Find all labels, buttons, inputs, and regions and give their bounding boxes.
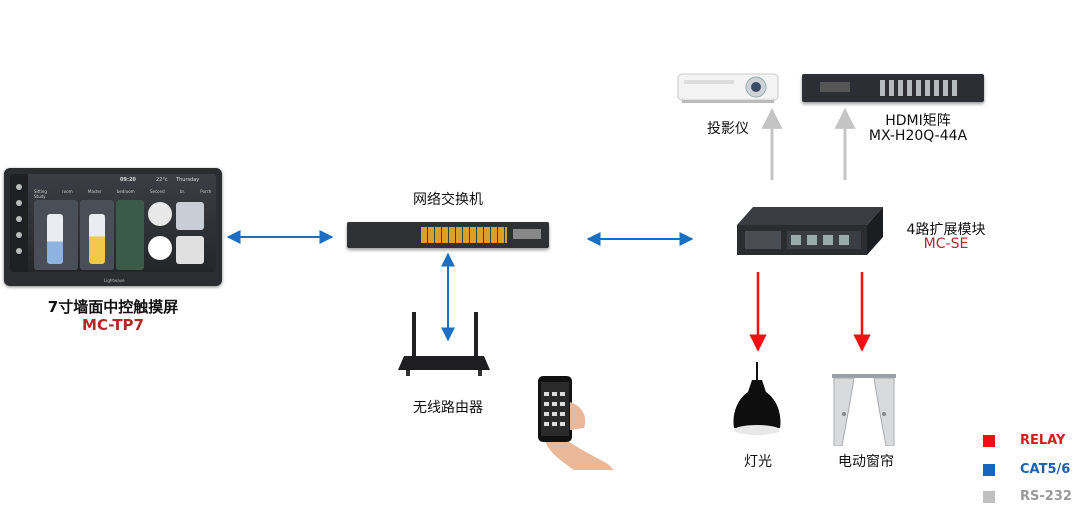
panel-brand: Lightwave	[104, 278, 125, 283]
panel-ac-card	[34, 200, 78, 270]
switch-sfp-ports	[513, 229, 541, 239]
legend-relay-swatch	[983, 435, 995, 447]
panel-room-tabs: Sitting room Master bedroom Second br. P…	[34, 189, 212, 199]
projector-name: 投影仪	[707, 121, 749, 137]
matrix-keypad	[880, 80, 960, 96]
projector-icon	[677, 73, 779, 103]
hdmi-matrix-device	[802, 74, 984, 102]
legend-relay-label: RELAY	[1020, 433, 1066, 448]
smartphone-icon	[538, 376, 614, 470]
light-name: 灯光	[744, 454, 772, 470]
panel-curtain-card	[116, 200, 144, 270]
expansion-model: MC-SE	[923, 236, 969, 252]
switch-ports	[421, 227, 507, 243]
curtain-icon	[832, 374, 896, 446]
legend-cat-swatch	[983, 464, 995, 476]
panel-sidebar	[10, 174, 28, 272]
matrix-model: MX-H20Q-44A	[868, 128, 968, 144]
touch-panel-name: 7寸墙面中控触摸屏	[47, 298, 179, 316]
touch-panel-model: MC-TP7	[82, 316, 144, 334]
expansion-module-icon	[737, 207, 883, 255]
socket-icon	[176, 202, 204, 230]
matrix-display	[820, 82, 850, 92]
pendant-light-icon	[733, 362, 781, 435]
legend-cat-label: CAT5/6	[1020, 462, 1071, 477]
panel-time: 09:20	[120, 177, 136, 183]
bulb-icon	[148, 202, 172, 226]
touch-panel-device: 09:20 22°c Thursday Sitting room Master …	[4, 168, 222, 286]
panel-weather: 22°c	[156, 177, 168, 183]
panel-day: Thursday	[176, 177, 200, 183]
light-strip-icon	[148, 236, 172, 260]
matrix-name: HDMI矩阵	[885, 113, 951, 129]
expansion-name: 4路扩展模块	[906, 222, 986, 238]
legend-rs232-swatch	[983, 491, 995, 503]
legend-rs232-label: RS-232	[1020, 489, 1072, 504]
panel-status-bar: 09:20 22°c Thursday	[30, 176, 212, 186]
switch-name: 网络交换机	[413, 192, 483, 208]
touch-panel-screen: 09:20 22°c Thursday Sitting room Master …	[10, 174, 216, 272]
router-name: 无线路由器	[413, 400, 483, 416]
panel-dimmer-card	[80, 200, 114, 270]
curtain-name: 电动窗帘	[838, 454, 894, 470]
network-switch-device	[347, 222, 549, 248]
router-icon	[398, 312, 490, 376]
switch-icon	[176, 236, 204, 264]
